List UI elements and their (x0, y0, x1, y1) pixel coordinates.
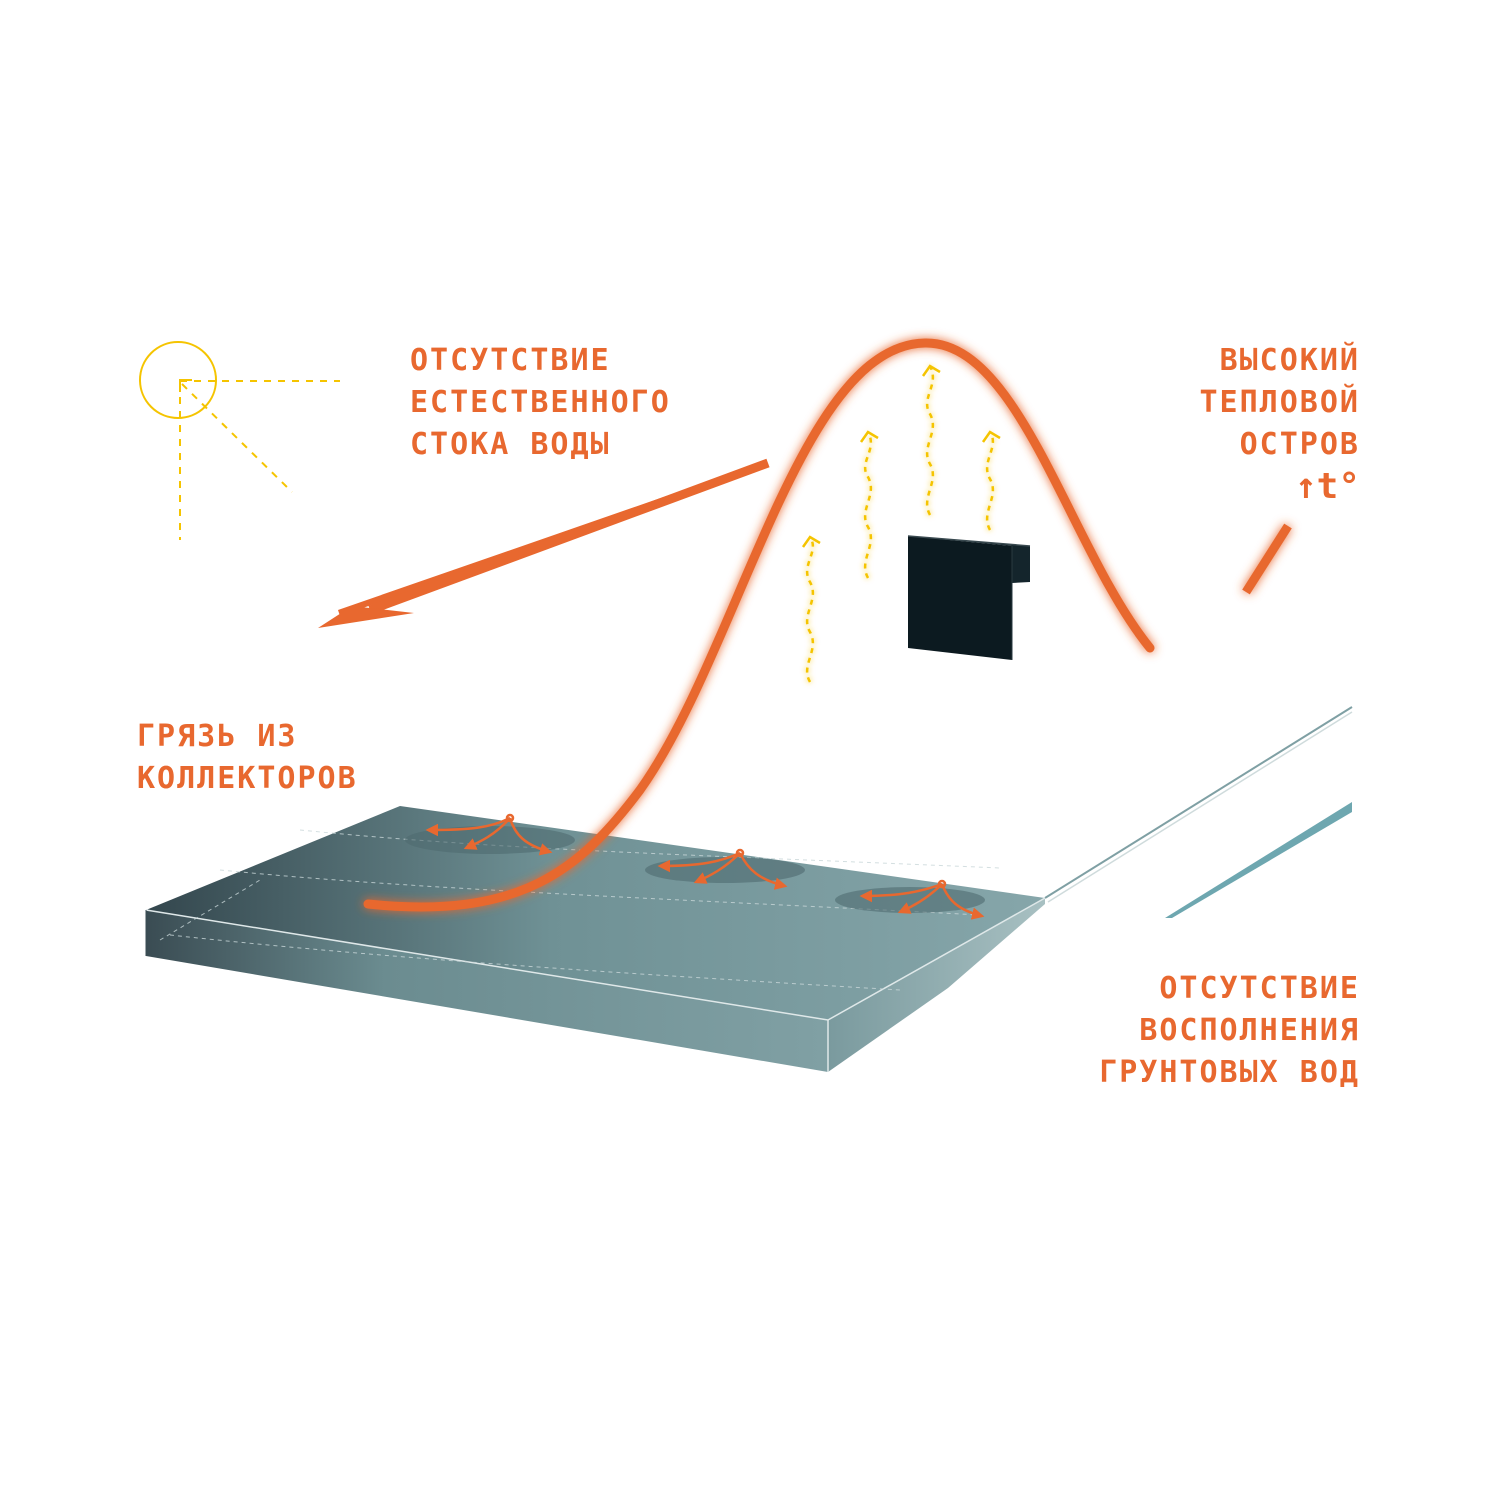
label-line: ТЕПЛОВОЙ (1200, 382, 1361, 424)
label-line: ГРЯЗЬ ИЗ (137, 716, 358, 758)
label-line: ВЫСОКИЙ (1200, 340, 1361, 382)
label-line: ВОСПОЛНЕНИЯ (1099, 1010, 1360, 1052)
label-line: ОСТРОВ (1200, 424, 1361, 466)
label-no-natural-runoff: ОТСУТСТВИЕ ЕСТЕСТВЕННОГО СТОКА ВОДЫ (410, 340, 671, 466)
label-line: КОЛЛЕКТОРОВ (137, 758, 358, 800)
label-line: СТОКА ВОДЫ (410, 424, 671, 466)
label-line: ЕСТЕСТВЕННОГО (410, 382, 671, 424)
label-line: ОТСУТСТВИЕ (1099, 968, 1360, 1010)
sun-icon (140, 342, 340, 540)
heat-arrowheads (803, 366, 1000, 547)
groundwater-line (1165, 802, 1352, 918)
label-heat-island: ВЫСОКИЙ ТЕПЛОВОЙ ОСТРОВ ↑t° (1200, 340, 1361, 508)
label-sewer-mud: ГРЯЗЬ ИЗ КОЛЛЕКТОРОВ (137, 716, 358, 800)
label-line: ОТСУТСТВИЕ (410, 340, 671, 382)
label-line: ГРУНТОВЫХ ВОД (1099, 1052, 1360, 1094)
temperature-up-icon: ↑t° (1200, 466, 1361, 508)
building-icon (908, 536, 1030, 660)
ground-plane-edge (1045, 707, 1352, 902)
runoff-arrow-icon (318, 462, 768, 628)
label-no-groundwater-recharge: ОТСУТСТВИЕ ВОСПОЛНЕНИЯ ГРУНТОВЫХ ВОД (1099, 968, 1360, 1094)
